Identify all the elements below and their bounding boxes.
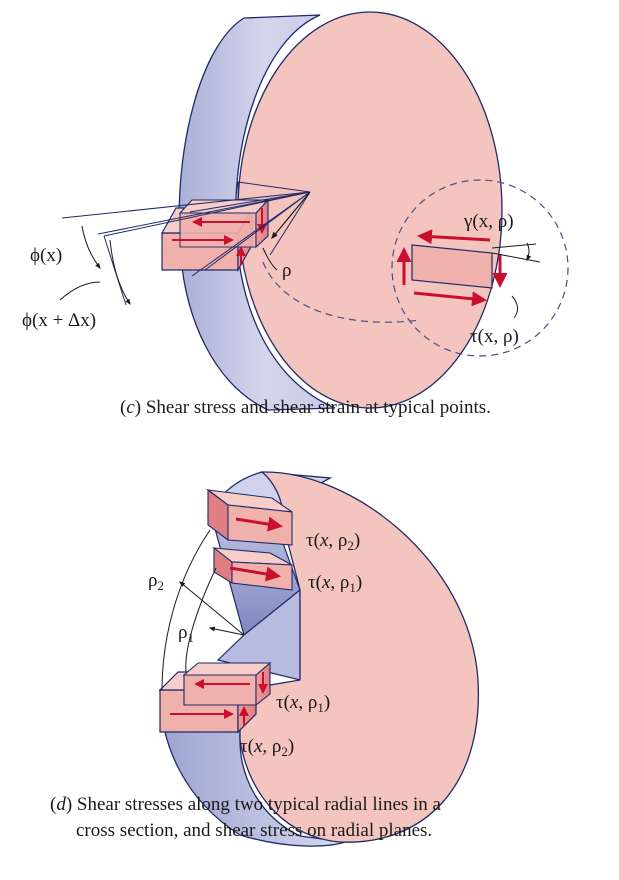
caption-d-letter: d (56, 794, 66, 815)
rho-leader (262, 247, 278, 271)
caption-d-text-1: Shear stresses along two typical radial … (77, 794, 442, 815)
label-phi-x: ϕ(x) (30, 245, 62, 266)
callout-curve (262, 261, 421, 323)
detail-circle (391, 179, 569, 357)
d-upper-elements (206, 488, 293, 591)
caption-c-text: Shear stress and shear strain at typical… (146, 397, 491, 418)
d-radius-lines (161, 529, 245, 691)
label-tau-rho1-bottom: τ(x, ρ1) (276, 692, 330, 715)
label-tau-rho2-bottom: τ(x, ρ2) (240, 736, 294, 759)
phi-x-arc (81, 225, 101, 269)
label-tau-rho2-top: τ(x, ρ2) (306, 530, 360, 553)
disk-end-face (237, 11, 503, 409)
disk-rim (178, 14, 336, 411)
d-end-face (239, 471, 479, 843)
label-rho: ρ (282, 260, 291, 281)
rho-arrow (271, 191, 311, 240)
d-lower-elements (158, 661, 272, 734)
label-tau: τ(x, ρ) (470, 326, 519, 347)
label-tau-rho1-top: τ(x, ρ1) (308, 572, 362, 595)
phi-x-dx-leader (59, 281, 101, 301)
caption-d-line2: cross section, and shear stress on radia… (76, 820, 432, 841)
caption-d-line1: (d) Shear stresses along two typical rad… (50, 794, 442, 815)
figure-d: ρ2 ρ1 τ(x, ρ2) τ(x, ρ1) τ(x, ρ1) τ(x, ρ2… (50, 471, 479, 847)
label-phi-x-dx: ϕ(x + Δx) (22, 310, 96, 331)
caption-c-letter: c (126, 397, 135, 418)
label-rho-1: ρ1 (178, 622, 194, 645)
figure-c: ϕ(x) ϕ(x + Δx) ρ γ(x, ρ) τ(x, ρ) (c) She… (22, 11, 569, 418)
detail-element (396, 229, 541, 319)
phi-x-dx-arc (109, 239, 131, 305)
label-rho-2: ρ2 (148, 570, 164, 593)
label-gamma: γ(x, ρ) (463, 211, 514, 232)
caption-c: (c) Shear stress and shear strain at typ… (120, 397, 491, 418)
